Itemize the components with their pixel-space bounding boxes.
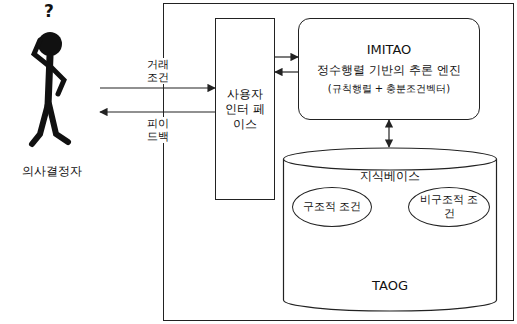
box-title: 비구조적 조건	[417, 193, 481, 221]
interface-box: 사용자 인터 페이스	[215, 18, 275, 200]
condition-ellipse: 구조적 조건	[292, 187, 372, 227]
connector	[100, 87, 215, 88]
edge-label: 거래 조건	[143, 58, 173, 84]
condition-ellipse: 비구조적 조건	[408, 187, 490, 227]
box-text: (규칙행렬 + 충분조건벡터)	[328, 83, 451, 96]
person-figure	[6, 2, 98, 180]
question-mark: ?	[44, 1, 54, 21]
connector	[100, 111, 215, 112]
edge-label: 피이 드백	[143, 117, 173, 143]
connector	[388, 120, 389, 147]
store-name: TAOG	[282, 278, 498, 293]
figure-stroke	[38, 32, 62, 56]
store-title: 지식베이스	[282, 168, 498, 185]
box-text: 정수행렬 기반의 추론 엔진	[317, 63, 460, 78]
box-title: IMITAO	[367, 42, 412, 58]
decision-maker: 의사결정자	[6, 2, 98, 180]
frame-rect	[164, 4, 514, 321]
figure-stroke	[50, 66, 64, 94]
knowledge-base-cylinder: 지식베이스 TAOG 구조적 조건 비구조적 조건	[282, 147, 498, 313]
figure-stroke	[32, 104, 48, 144]
cylinder-top	[284, 148, 497, 170]
figure-stroke	[49, 104, 68, 142]
engine-box: IMITAO 정수행렬 기반의 추론 엔진 (규칙행렬 + 충분조건벡터)	[298, 18, 480, 120]
box-title: 구조적 조건	[303, 200, 362, 214]
figure-stroke	[34, 40, 49, 66]
figure-caption: 의사결정자	[6, 163, 98, 180]
connector	[275, 56, 298, 57]
connector	[275, 71, 298, 72]
box-title: 사용자 인터 페이스	[220, 87, 270, 132]
